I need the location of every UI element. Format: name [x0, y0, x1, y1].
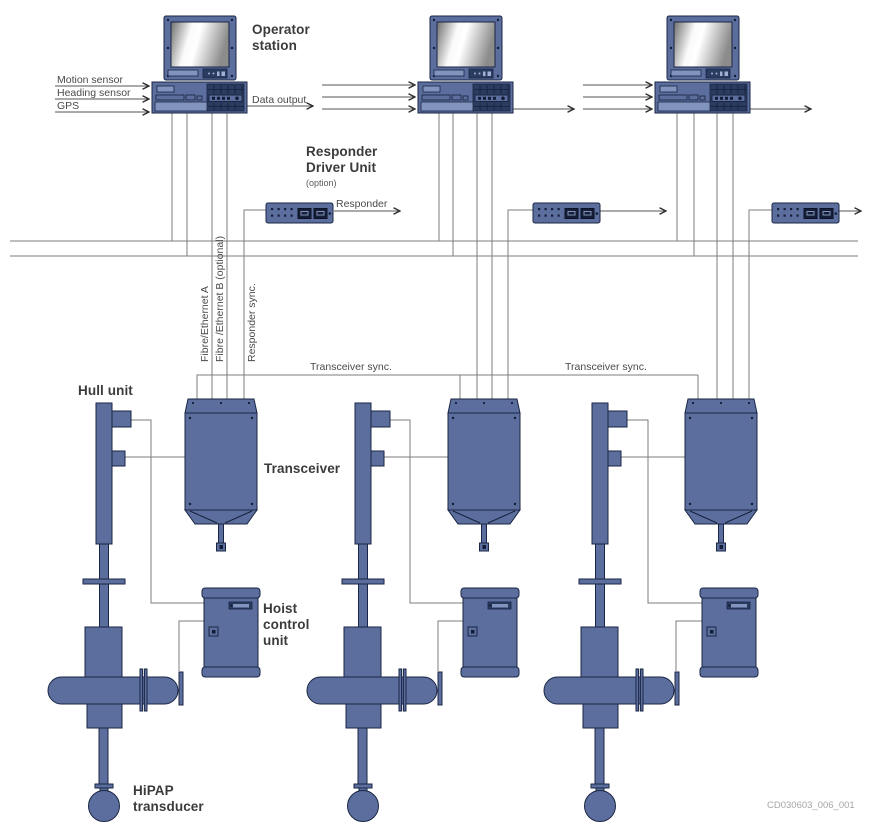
hoist-valve-wire-1	[178, 620, 204, 671]
hoist-control-unit-1	[201, 587, 261, 678]
hipap-transducer-label: HiPAP transducer	[133, 783, 204, 814]
responder-label: Responder	[336, 198, 388, 210]
heading-sensor-label: Heading sensor	[57, 87, 131, 99]
operator-station-2	[417, 15, 514, 114]
hull-hoist-wire-2	[390, 419, 463, 604]
responder-driver-unit-2	[532, 202, 601, 224]
sensor-input-wires-3	[583, 85, 652, 109]
responder-driver-unit-1	[265, 202, 334, 224]
hull-unit-3	[543, 402, 680, 822]
hull-hoist-wire-1	[131, 419, 204, 604]
responder-sync-label: Responder sync.	[246, 283, 258, 362]
hull-hoist-wire-3	[627, 419, 702, 604]
hoist-control-unit-3	[699, 587, 759, 678]
responder-sync-wire-1	[243, 209, 266, 399]
hoist-control-unit-2	[460, 587, 520, 678]
hoist-control-unit-label: Hoist control unit	[263, 601, 310, 648]
motion-sensor-label: Motion sensor	[57, 74, 123, 86]
transceiver-sync-label-1: Transceiver sync.	[310, 361, 392, 373]
data-output-label: Data output	[252, 94, 307, 106]
station-drop-wires-2	[438, 113, 493, 399]
responder-driver-unit-label: Responder Driver Unit	[306, 144, 378, 175]
responder-sync-wire-2	[507, 209, 533, 399]
sensor-input-wires-2	[322, 85, 415, 109]
operator-station-1	[151, 15, 248, 114]
operator-station-label: Operator station	[252, 22, 310, 53]
transceiver-1	[184, 398, 258, 552]
responder-driver-unit-3	[771, 202, 840, 224]
hull-unit-label: Hull unit	[78, 383, 133, 398]
responder-sync-wire-3	[748, 209, 772, 399]
sensor-input-wires-1	[55, 86, 149, 112]
ethernet-bus-lines	[10, 240, 858, 257]
figure-id: CD030603_006_001	[767, 800, 855, 811]
station-drop-wires-3	[676, 113, 734, 399]
gps-label: GPS	[57, 100, 80, 112]
fibre-ethernet-b-label: Fibre /Ethernet B (optional)	[214, 235, 226, 362]
option-label: (option)	[306, 178, 337, 188]
hoist-valve-wire-3	[675, 620, 702, 671]
transceiver-sync-label-2: Transceiver sync.	[565, 361, 647, 373]
hull-unit-1	[47, 402, 184, 822]
fibre-ethernet-a-label: Fibre/Ethernet A	[199, 286, 211, 362]
transceiver-label: Transceiver	[264, 461, 341, 476]
transceiver-3	[684, 398, 758, 552]
station-drop-wires-1	[171, 113, 228, 399]
operator-station-3	[654, 15, 751, 114]
transceiver-sync-wire	[196, 374, 699, 399]
transceiver-2	[447, 398, 521, 552]
hoist-valve-wire-2	[437, 620, 463, 671]
